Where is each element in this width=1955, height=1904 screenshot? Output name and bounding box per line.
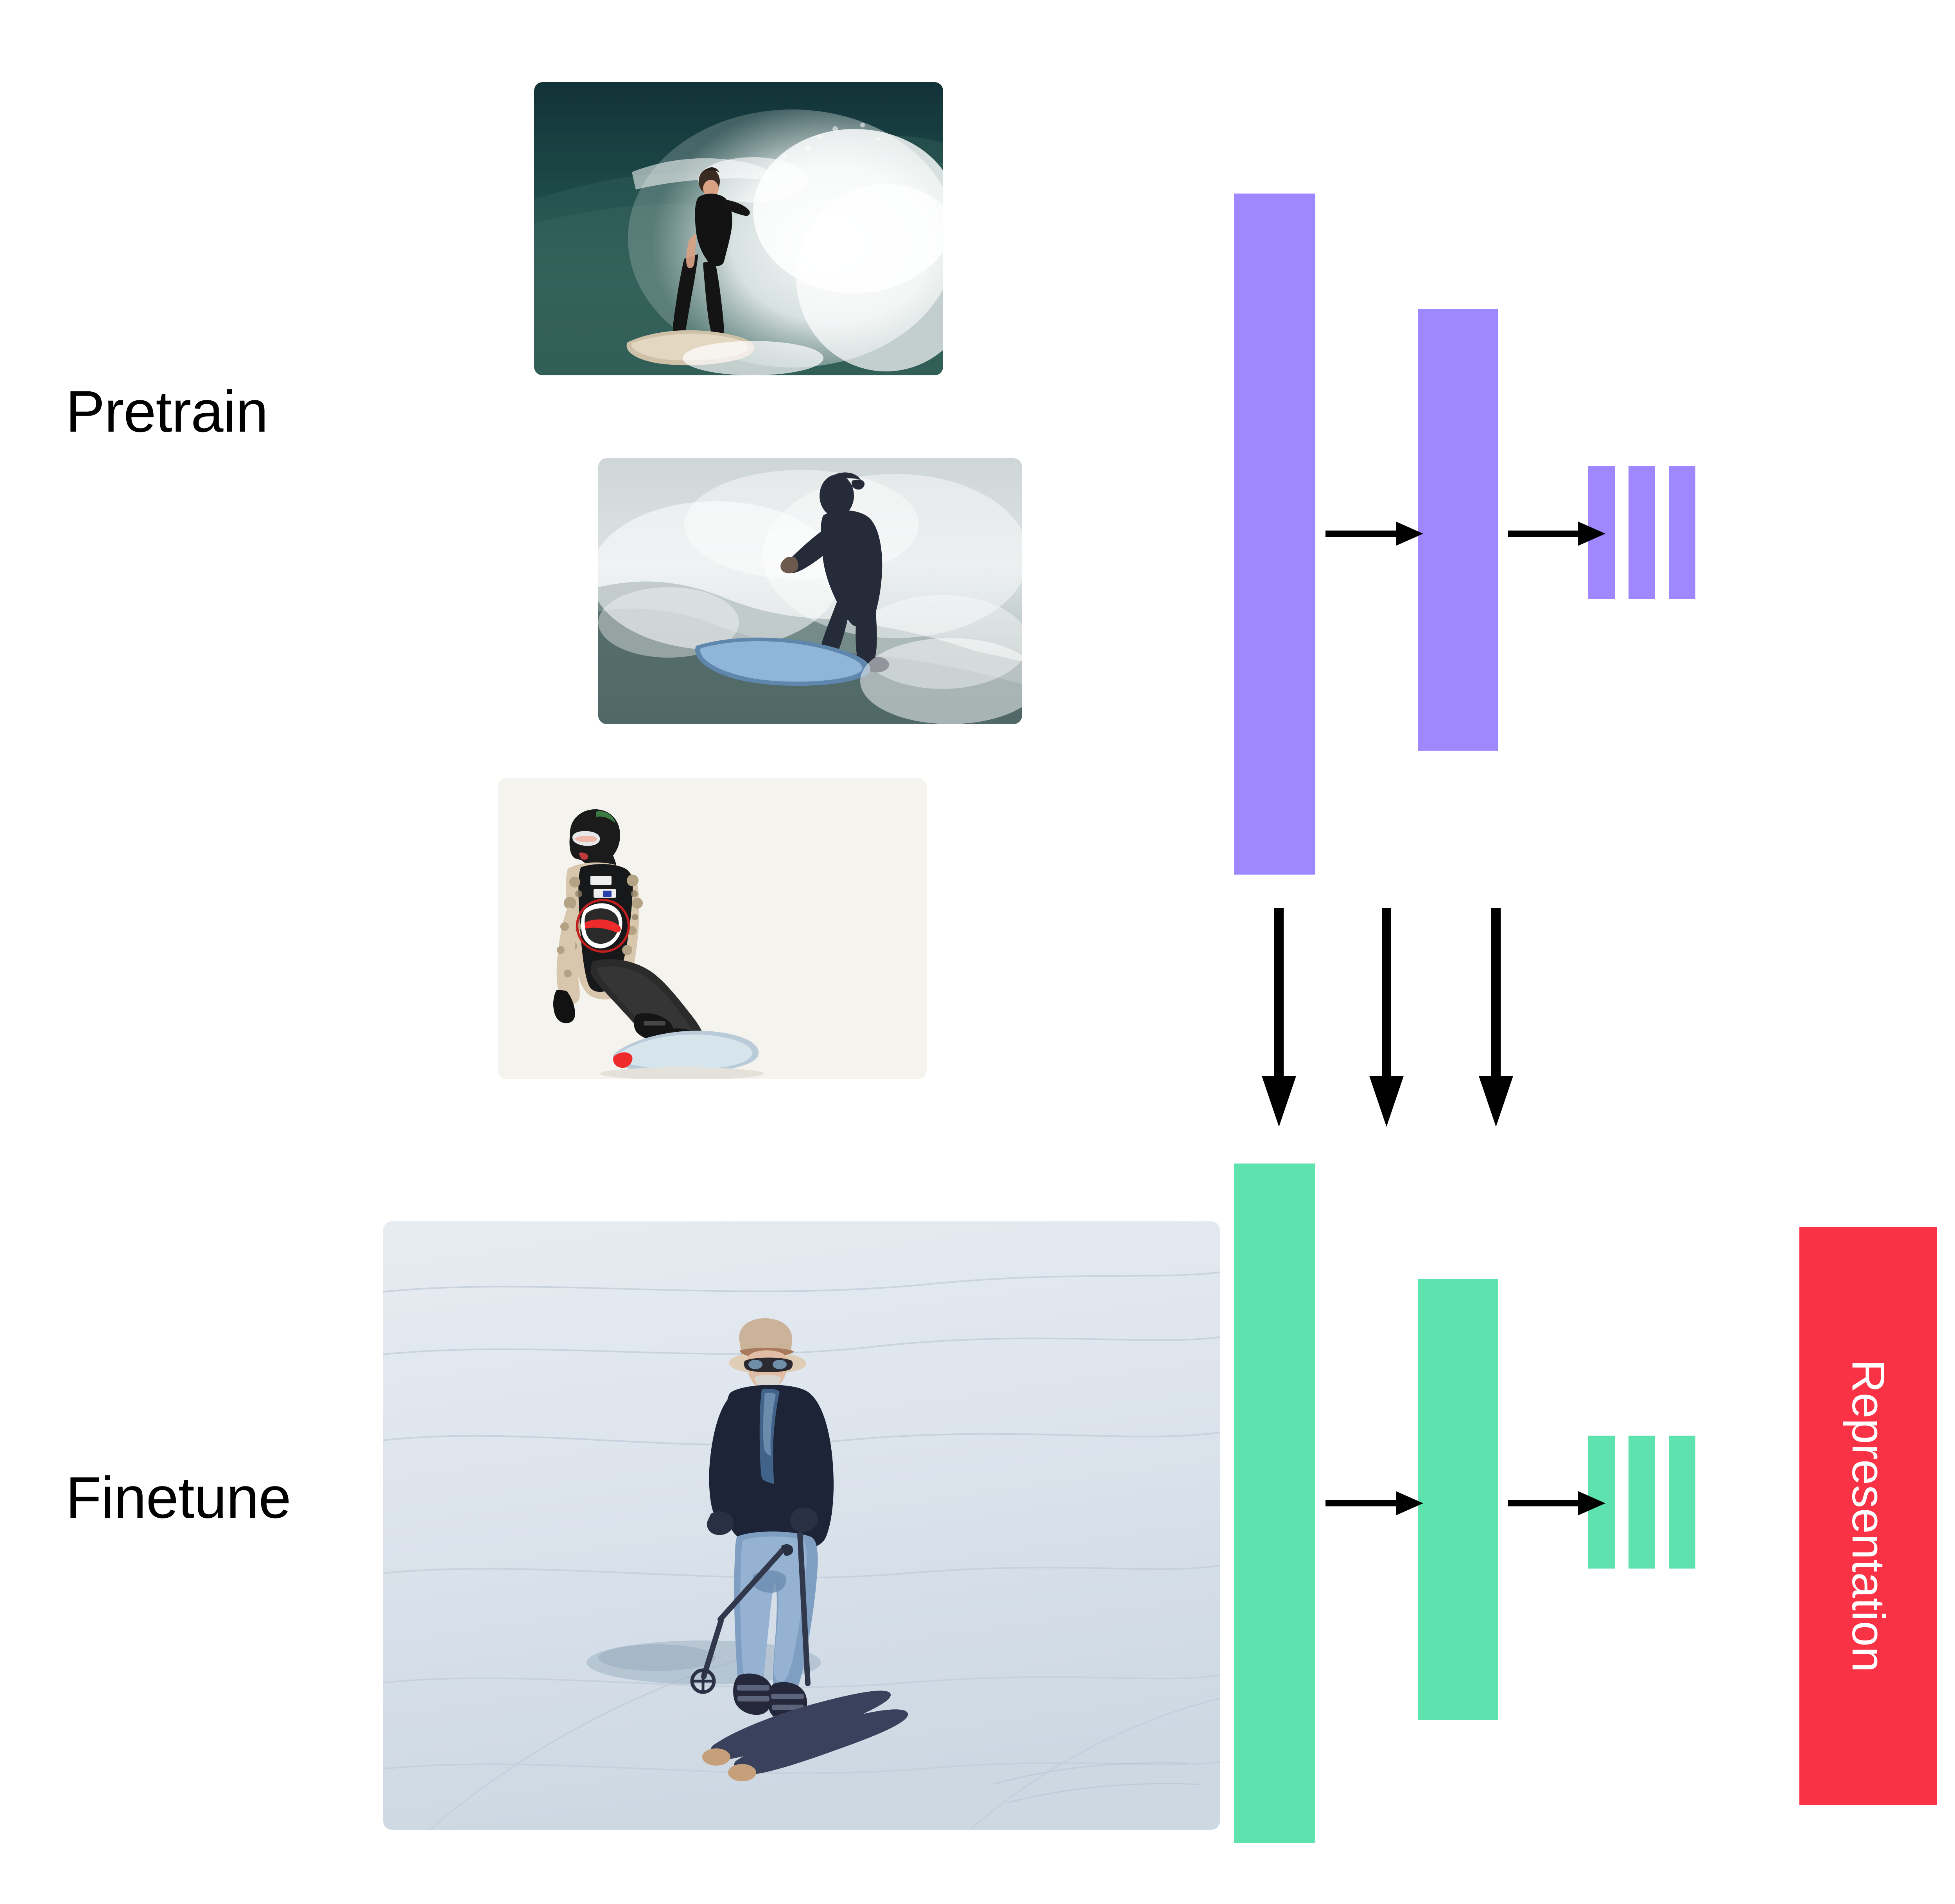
purple-encoder-arrow-2 — [1508, 520, 1605, 547]
surfer-in-spray-photo — [598, 458, 1022, 724]
skier-photo — [383, 1221, 1220, 1830]
purple-encoder-arrow-1 — [1325, 520, 1423, 547]
pretrain-section-label: Pretrain — [66, 378, 268, 444]
purple-feature-bar-2 — [1629, 466, 1655, 599]
green-feature-bar-3 — [1669, 1436, 1695, 1569]
snowboarder-photo — [498, 778, 927, 1079]
purple-hidden-bar — [1418, 309, 1498, 751]
surfer-on-wave-photo — [534, 82, 943, 375]
weight-transfer-arrow-1 — [1261, 908, 1297, 1127]
weight-transfer-arrow-2 — [1368, 908, 1404, 1127]
purple-feature-bar-3 — [1669, 466, 1695, 599]
green-feature-bar-2 — [1629, 1436, 1655, 1569]
finetune-representation-block: Representation — [1799, 1227, 1937, 1805]
green-input-bar — [1234, 1164, 1315, 1843]
weight-transfer-arrow-3 — [1478, 908, 1514, 1127]
green-encoder-arrow-2 — [1508, 1490, 1605, 1517]
finetune-section-label: Finetune — [66, 1465, 291, 1530]
finetune-representation-label: Representation — [1842, 1359, 1894, 1673]
green-encoder-arrow-1 — [1325, 1490, 1423, 1517]
purple-input-bar — [1234, 194, 1315, 875]
green-hidden-bar — [1418, 1279, 1498, 1720]
